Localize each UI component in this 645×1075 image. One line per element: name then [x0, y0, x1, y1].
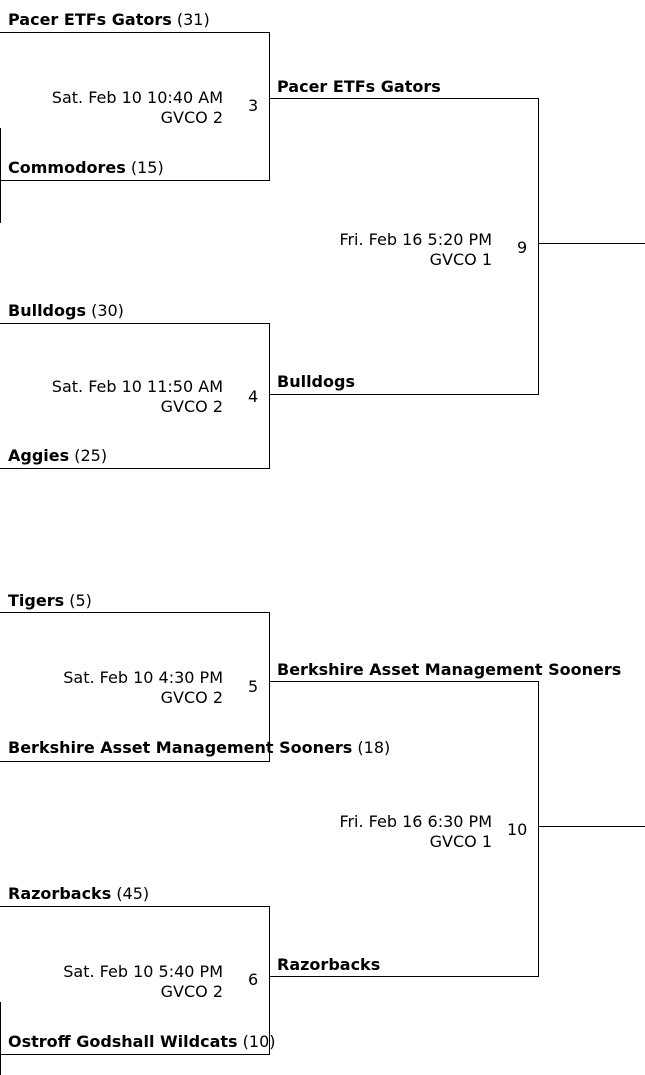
team-seed: (31) — [176, 10, 210, 29]
game6-top-team[interactable]: Razorbacks (45) — [8, 884, 149, 904]
game10-bottom-line — [270, 976, 539, 977]
team-name: Ostroff Godshall Wildcats — [8, 1032, 238, 1051]
game5-bottom-team[interactable]: Berkshire Asset Management Sooners (18) — [8, 738, 390, 758]
team-name: Aggies — [8, 446, 70, 465]
game10-number: 10 — [507, 820, 528, 839]
game5-connector — [269, 612, 270, 762]
game9-advance-line — [538, 243, 645, 244]
game3-info: Sat. Feb 10 10:40 AM GVCO 2 — [52, 88, 223, 128]
game9-bottom-line — [270, 394, 539, 395]
prior-round-stub — [0, 1002, 1, 1075]
game4-top-line — [0, 323, 270, 324]
team-name: Tigers — [8, 591, 65, 610]
game-location: GVCO 2 — [160, 982, 223, 1001]
game3-top-line — [0, 32, 270, 33]
game5-info: Sat. Feb 10 4:30 PM GVCO 2 — [63, 668, 223, 708]
team-seed: (30) — [91, 301, 124, 320]
team-seed: (18) — [357, 738, 391, 757]
team-seed: (25) — [74, 446, 108, 465]
game4-bottom-line — [0, 468, 270, 469]
game6-number: 6 — [248, 970, 259, 989]
game3-bottom-team[interactable]: Commodores (15) — [8, 158, 164, 178]
game9-info: Fri. Feb 16 5:20 PM GVCO 1 — [339, 230, 492, 270]
team-name: Commodores — [8, 158, 126, 177]
team-name: Razorbacks — [8, 884, 112, 903]
game3-top-team[interactable]: Pacer ETFs Gators (31) — [8, 10, 210, 30]
game-date: Sat. Feb 10 11:50 AM — [51, 377, 223, 396]
game-location: GVCO 2 — [160, 688, 223, 707]
game4-info: Sat. Feb 10 11:50 AM GVCO 2 — [52, 377, 223, 417]
game-location: GVCO 2 — [160, 397, 223, 416]
game6-bottom-line — [0, 1054, 270, 1055]
game-location: GVCO 2 — [160, 108, 223, 127]
game6-connector — [269, 906, 270, 1055]
game9-connector — [538, 98, 539, 395]
game-location: GVCO 1 — [429, 832, 492, 851]
team-seed: (10) — [242, 1032, 276, 1051]
game9-top-line — [270, 98, 539, 99]
game6-top-line — [0, 906, 270, 907]
game-location: GVCO 1 — [429, 250, 492, 269]
game3-bottom-line — [0, 180, 270, 181]
game10-connector — [538, 681, 539, 977]
game4-connector — [269, 323, 270, 469]
game4-bottom-team[interactable]: Aggies (25) — [8, 446, 107, 466]
game4-top-team[interactable]: Bulldogs (30) — [8, 301, 124, 321]
game10-top-team[interactable]: Berkshire Asset Management Sooners — [277, 660, 622, 679]
game5-bottom-line — [0, 761, 270, 762]
game3-number: 3 — [248, 96, 259, 115]
prior-round-stub — [0, 128, 1, 223]
game10-advance-line — [538, 826, 645, 827]
game-date: Sat. Feb 10 4:30 PM — [63, 668, 223, 687]
game-date: Sat. Feb 10 10:40 AM — [51, 88, 223, 107]
team-seed: (5) — [69, 591, 92, 610]
game6-bottom-team[interactable]: Ostroff Godshall Wildcats (10) — [8, 1032, 275, 1052]
team-seed: (45) — [116, 884, 150, 903]
game9-top-team[interactable]: Pacer ETFs Gators — [277, 77, 441, 96]
team-name: Bulldogs — [8, 301, 86, 320]
game-date: Sat. Feb 10 5:40 PM — [63, 962, 223, 981]
game10-top-line — [270, 681, 539, 682]
game-date: Fri. Feb 16 5:20 PM — [339, 230, 492, 249]
team-name: Berkshire Asset Management Sooners — [8, 738, 353, 757]
game4-number: 4 — [248, 387, 259, 406]
game5-number: 5 — [248, 677, 259, 696]
game-date: Fri. Feb 16 6:30 PM — [339, 812, 492, 831]
game5-top-line — [0, 612, 270, 613]
game10-bottom-team[interactable]: Razorbacks — [277, 955, 381, 974]
game5-top-team[interactable]: Tigers (5) — [8, 591, 92, 611]
team-name: Pacer ETFs Gators — [8, 10, 172, 29]
game9-bottom-team[interactable]: Bulldogs — [277, 372, 355, 391]
game3-connector — [269, 32, 270, 181]
team-seed: (15) — [130, 158, 164, 177]
game6-info: Sat. Feb 10 5:40 PM GVCO 2 — [63, 962, 223, 1002]
game10-info: Fri. Feb 16 6:30 PM GVCO 1 — [339, 812, 492, 852]
game9-number: 9 — [517, 238, 528, 257]
